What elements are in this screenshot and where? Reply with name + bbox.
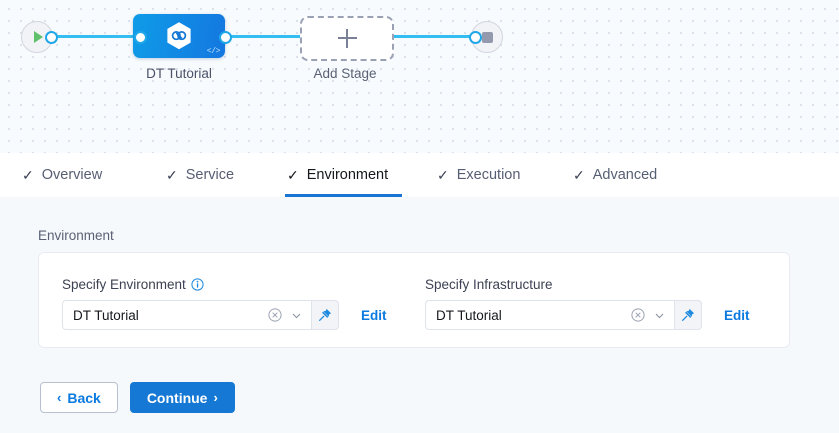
wizard-footer: ‹ Back Continue › (40, 382, 235, 413)
pipeline-canvas[interactable]: </> DT Tutorial Add Stage (0, 0, 839, 153)
plus-icon (337, 29, 357, 48)
tab-label: Environment (306, 167, 389, 183)
continue-button-label: Continue (146, 389, 208, 406)
infrastructure-control-row: DT Tutorial (425, 300, 750, 330)
field-label: Specify Infrastructure (425, 277, 553, 292)
info-icon[interactable] (191, 278, 204, 291)
check-icon: ✓ (437, 167, 449, 183)
infrastructure-select[interactable]: DT Tutorial (425, 300, 675, 330)
tab-overview[interactable]: ✓ Overview (20, 153, 125, 197)
add-stage-button[interactable] (300, 16, 394, 61)
edge-stage-to-add (224, 35, 308, 38)
stop-icon (481, 31, 493, 43)
stage-input-port[interactable] (134, 31, 147, 44)
tab-service[interactable]: ✓ Service (164, 153, 249, 197)
clear-icon[interactable] (631, 308, 645, 322)
field-label: Specify Environment (62, 277, 186, 292)
continue-button[interactable]: Continue › (129, 382, 235, 413)
tab-underline (285, 194, 402, 197)
tab-label: Advanced (592, 167, 658, 183)
stage-node-dt-tutorial[interactable]: </> (133, 14, 225, 58)
harness-hexagon-icon (167, 22, 191, 50)
chevron-left-icon: ‹ (57, 390, 62, 405)
check-icon: ✓ (287, 167, 299, 183)
tab-advanced[interactable]: ✓ Advanced (571, 153, 671, 197)
tab-execution[interactable]: ✓ Execution (435, 153, 535, 197)
field-specify-infrastructure: Specify Infrastructure DT Tutorial (425, 277, 750, 330)
back-button[interactable]: ‹ Back (40, 382, 118, 413)
tab-label: Service (185, 167, 235, 183)
environment-select[interactable]: DT Tutorial (62, 300, 312, 330)
edge-add-to-end (383, 35, 481, 38)
chevron-down-icon[interactable] (653, 309, 666, 322)
section-title: Environment (38, 228, 114, 243)
back-button-label: Back (67, 389, 101, 406)
field-specify-environment: Specify Environment DT Tutorial (62, 277, 387, 330)
tab-label: Overview (41, 167, 103, 183)
check-icon: ✓ (22, 167, 34, 183)
field-label-row: Specify Infrastructure (425, 277, 750, 292)
stage-tab-bar: ✓ Overview ✓ Service ✓ Environment ✓ Exe… (0, 153, 839, 198)
tab-environment[interactable]: ✓ Environment (285, 153, 402, 197)
stage-label: DT Tutorial (146, 66, 212, 81)
environment-pin-button[interactable] (312, 300, 339, 330)
pin-icon (318, 308, 332, 322)
chevron-right-icon: › (213, 390, 218, 405)
end-input-port[interactable] (469, 31, 482, 44)
field-label-row: Specify Environment (62, 277, 387, 292)
environment-edit-link[interactable]: Edit (361, 307, 387, 323)
environment-select-value: DT Tutorial (73, 307, 139, 323)
chevron-down-icon[interactable] (290, 309, 303, 322)
play-icon (34, 31, 43, 43)
check-icon: ✓ (573, 167, 585, 183)
pin-icon (681, 308, 695, 322)
environment-panel: Environment Specify Environment DT Tutor… (0, 197, 839, 433)
environment-control-row: DT Tutorial (62, 300, 387, 330)
start-output-port[interactable] (45, 31, 58, 44)
infrastructure-pin-button[interactable] (675, 300, 702, 330)
environment-card: Specify Environment DT Tutorial (38, 252, 790, 348)
tab-label: Execution (456, 167, 521, 183)
infrastructure-select-value: DT Tutorial (436, 307, 502, 323)
stage-output-port[interactable] (219, 31, 232, 44)
add-stage-label: Add Stage (313, 66, 377, 81)
clear-icon[interactable] (268, 308, 282, 322)
infrastructure-edit-link[interactable]: Edit (724, 307, 750, 323)
code-glyph-icon: </> (206, 47, 221, 56)
edge-start-to-stage (48, 35, 144, 38)
check-icon: ✓ (166, 167, 178, 183)
